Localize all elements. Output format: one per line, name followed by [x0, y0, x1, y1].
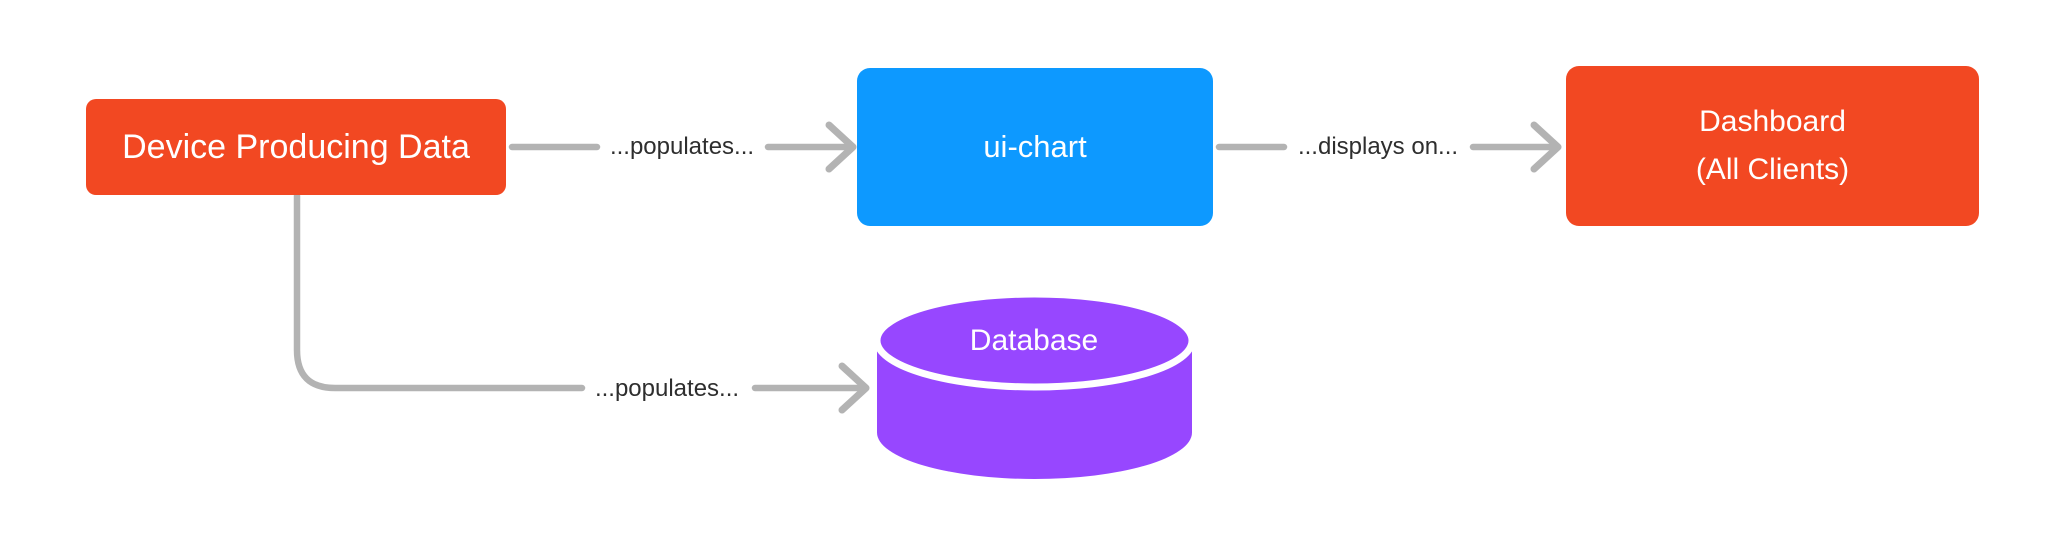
node-database-label: Database	[969, 324, 1099, 357]
node-label: Device Producing Data	[122, 127, 470, 166]
edge-device-to-uichart	[508, 121, 857, 173]
edge-uichart-to-dashboard	[1215, 121, 1562, 173]
node-label-line2: (All Clients)	[1695, 153, 1850, 186]
node-dashboard: Dashboard (All Clients)	[1566, 66, 1979, 226]
node-label: ui-chart	[983, 129, 1087, 164]
edge-device-to-database	[293, 192, 870, 414]
cylinder-top	[873, 290, 1196, 391]
edge-label-populates-bottom: ...populates...	[594, 375, 740, 402]
arrowhead-icon	[825, 121, 857, 173]
node-label-line1: Dashboard	[1699, 105, 1846, 138]
arrowhead-icon	[1530, 121, 1562, 173]
edge-segment	[293, 192, 586, 392]
node-ui-chart: ui-chart	[857, 68, 1213, 226]
edge-label-displays-on: ...displays on...	[1297, 133, 1459, 160]
node-device-producing-data: Device Producing Data	[86, 99, 506, 195]
edge-label-populates-top: ...populates...	[609, 133, 755, 160]
database-cylinder-icon	[873, 290, 1196, 479]
arrowhead-icon	[838, 362, 870, 414]
